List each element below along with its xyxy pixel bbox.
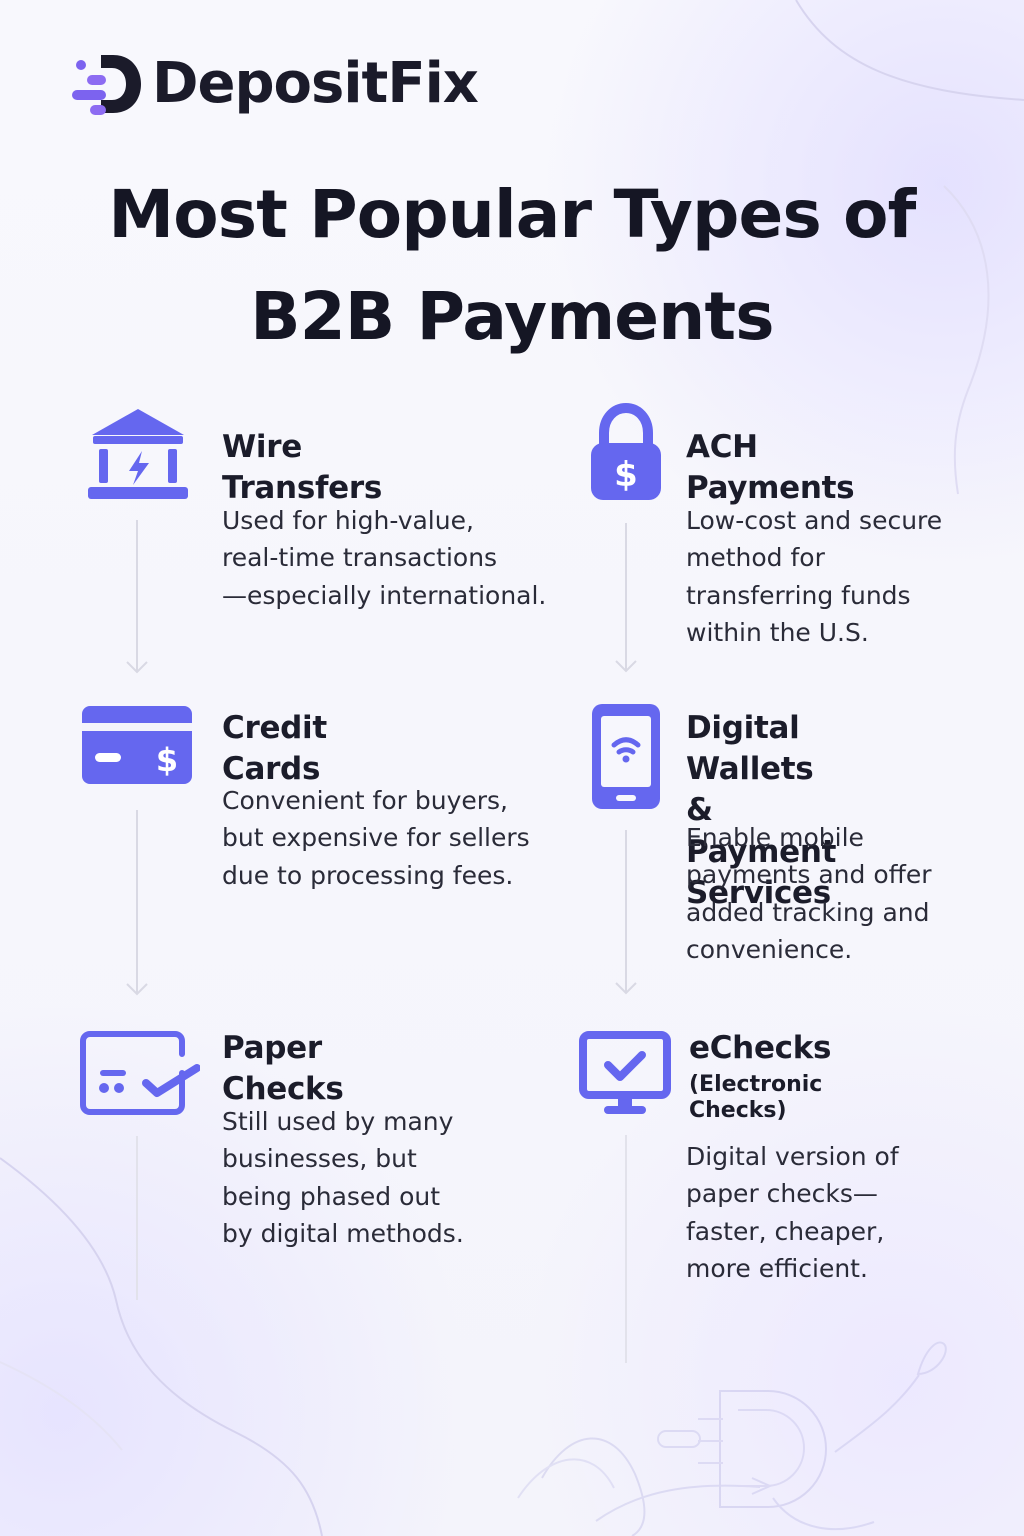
depositfix-logo-icon (72, 55, 141, 115)
bottom-faded-deco (517, 1341, 947, 1536)
wire-transfers-description: Used for high-value, real-time transacti… (222, 506, 547, 610)
monitor-check-icon (579, 1031, 671, 1114)
credit-card-icon: $ (82, 706, 192, 784)
title-line-1: Most Popular Types of (108, 176, 916, 253)
digital-wallets-title-line-1: Digital Wallets & (686, 710, 814, 829)
credit-card-icon-box: $ (80, 704, 194, 786)
right-flow-line (615, 523, 637, 1363)
echecks-title: eChecks (689, 1030, 832, 1066)
lock-icon-box: $ (584, 403, 668, 503)
lock-dollar-icon: $ (591, 403, 661, 500)
ach-payments-description: Low-cost and secure method for transferr… (686, 506, 943, 647)
brand-name: DepositFix (152, 51, 479, 116)
top-right-curve (795, 0, 1024, 101)
svg-text:$: $ (614, 455, 638, 495)
wire-transfers-title: Wire Transfers (222, 429, 383, 507)
left-flow-line (126, 520, 148, 1300)
paper-checks-title: Paper Checks (222, 1030, 344, 1108)
credit-cards-description: Convenient for buyers, but expensive for… (222, 786, 530, 890)
smartphone-icon-box (591, 703, 661, 810)
paper-check-icon (80, 1031, 200, 1115)
right-curve (943, 185, 990, 495)
credit-cards-title: Credit Cards (222, 710, 327, 788)
digital-wallets-title-line-2: Payment Services (686, 833, 837, 911)
smartphone-wifi-icon (592, 704, 660, 809)
page-title: Most Popular Types of B2B Payments (80, 164, 944, 369)
digital-wallets-description: Enable mobile payments and offer added t… (686, 823, 932, 964)
title-line-2: B2B Payments (250, 278, 774, 356)
svg-text:$: $ (156, 741, 178, 779)
ach-payments-title: ACH Payments (686, 429, 855, 507)
echecks-subtitle: (Electronic Checks) (689, 1072, 823, 1124)
echecks-description: Digital version of paper checks— faster,… (686, 1142, 899, 1283)
digital-wallets-title: Digital Wallets & Payment Services (686, 708, 836, 914)
paper-check-icon-box (80, 1031, 200, 1115)
bottom-center-curve (0, 1361, 123, 1451)
bank-icon-box (84, 405, 192, 501)
brand-logo: DepositFix (68, 48, 479, 120)
bank-icon (88, 409, 188, 499)
monitor-icon-box (578, 1030, 672, 1118)
paper-checks-description: Still used by many businesses, but being… (222, 1107, 464, 1248)
